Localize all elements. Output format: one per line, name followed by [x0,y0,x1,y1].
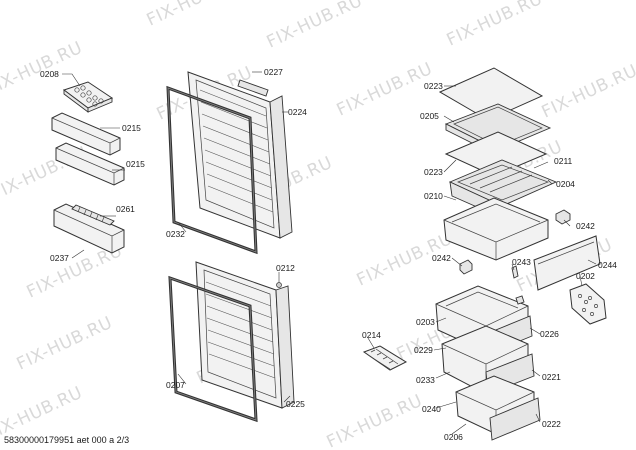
label-0240: 0240 [422,404,441,414]
part-labels: 0208 0215 0215 0261 0237 0227 0224 0232 … [40,67,617,442]
label-0211: 0211 [554,156,573,166]
label-0212: 0212 [276,263,295,273]
drawing-number-footer: 58300000179951 aet 000 a 2/3 [4,435,129,445]
label-0222: 0222 [542,419,561,429]
label-0215: 0215 [126,159,145,169]
label-0223: 0223 [424,167,443,177]
egg-tray-part [62,81,114,113]
label-0224: 0224 [288,107,307,117]
hinge-pin-part [276,272,282,288]
door-shelf-middle-part [55,142,125,186]
hinge-plate-part [569,283,607,325]
label-0242: 0242 [432,253,451,263]
label-0227: 0227 [264,67,283,77]
door-shelf-upper-part [51,112,121,156]
lower-door-panel-part [195,261,295,409]
label-0205: 0205 [420,111,439,121]
watermark: FIX-HUB.RU [324,391,426,450]
label-0206: 0206 [444,432,463,442]
label-0242: 0242 [576,221,595,231]
watermark: FIX-HUB.RU [144,0,246,31]
label-0223: 0223 [424,81,443,91]
drawer-front-cover-part [533,235,601,291]
label-0208: 0208 [40,69,59,79]
label-0226: 0226 [540,329,559,339]
label-0225: 0225 [286,399,305,409]
glass-shelf-top-part [438,67,544,121]
label-0202: 0202 [576,271,595,281]
label-0233: 0233 [416,375,435,385]
label-0221: 0221 [542,372,561,382]
label-0237: 0237 [50,253,69,263]
label-0210: 0210 [424,191,443,201]
ice-tray-part [362,345,408,371]
label-0203: 0203 [416,317,435,327]
upper-door-panel-part [187,71,293,239]
small-clip-part [459,259,473,275]
drawer-handle-part [511,265,519,279]
watermark: FIX-HUB.RU [444,0,546,51]
label-0214: 0214 [362,330,381,340]
lower-door-gasket-part [168,275,258,423]
label-0232: 0232 [166,229,185,239]
watermark: FIX-HUB.RU [539,61,636,123]
label-0215: 0215 [122,123,141,133]
label-0243: 0243 [512,257,531,267]
shelf-clip-right-part [555,209,571,225]
label-0244: 0244 [598,260,617,270]
label-0204: 0204 [556,179,575,189]
watermark: FIX-HUB.RU [14,313,116,375]
label-0261: 0261 [116,204,135,214]
freezer-drawer-front-bottom-part [489,397,541,441]
label-0229: 0229 [414,345,433,355]
watermark: FIX-HUB.RU [264,0,366,53]
glass-shelf-middle-part [444,131,548,177]
upper-door-gasket-part [166,85,258,255]
crisper-drawer-part [443,197,549,261]
door-shelf-lower-part [53,203,125,254]
label-0207: 0207 [166,380,185,390]
